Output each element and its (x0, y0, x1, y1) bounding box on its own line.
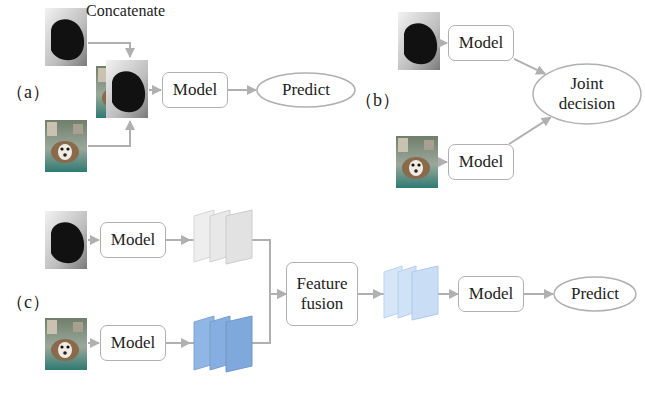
arrow-connector (524, 293, 553, 295)
process-box: Model (448, 144, 514, 180)
mask-image (398, 12, 440, 70)
node-text: Predict (282, 80, 330, 100)
leader-arrow (88, 43, 130, 57)
arrow-connector (228, 89, 256, 91)
leader-arrow (149, 89, 161, 91)
node-text: Joint decision (551, 74, 623, 113)
leader-arrow (88, 239, 99, 241)
panel-label: Concatenate (86, 2, 165, 20)
leader-arrow (88, 121, 130, 146)
terminal-ellipse: Joint decision (532, 63, 642, 125)
mask-image (45, 211, 87, 269)
feature-maps-gray (194, 210, 252, 264)
node-text: Feature fusion (293, 274, 351, 313)
dog-image (396, 136, 438, 188)
terminal-ellipse: Predict (553, 276, 637, 312)
node-text: Model (469, 284, 513, 304)
node-text: Model (111, 230, 155, 250)
dog-image (45, 120, 87, 172)
dog-image (45, 318, 87, 370)
leader-arrow (358, 293, 382, 295)
process-box: Model (448, 25, 514, 61)
process-box: Model (100, 222, 166, 258)
node-text: Model (459, 33, 503, 53)
arrow-connector (514, 59, 545, 74)
panel-label: （a） (6, 80, 50, 104)
node-text: Model (173, 80, 217, 100)
process-box: Feature fusion (286, 262, 358, 326)
process-box: Model (100, 325, 166, 361)
terminal-ellipse: Predict (256, 72, 356, 108)
panel-label: （c） (6, 290, 50, 314)
panel-label: （b） (355, 88, 400, 112)
feature-maps-blue (194, 316, 252, 372)
node-text: Model (459, 152, 503, 172)
feature-maps-fused (384, 266, 438, 320)
leader-arrow (438, 161, 447, 163)
leader-arrow (88, 342, 99, 344)
process-box: Model (162, 72, 228, 108)
process-box: Model (458, 276, 524, 312)
concatenated-image (96, 60, 148, 118)
mask-image (45, 8, 87, 66)
arrow-connector (509, 117, 551, 144)
leader-arrow (168, 342, 190, 344)
leader-arrow (440, 42, 447, 44)
node-text: Predict (571, 284, 619, 304)
leader-arrow (168, 239, 190, 241)
node-text: Model (111, 333, 155, 353)
